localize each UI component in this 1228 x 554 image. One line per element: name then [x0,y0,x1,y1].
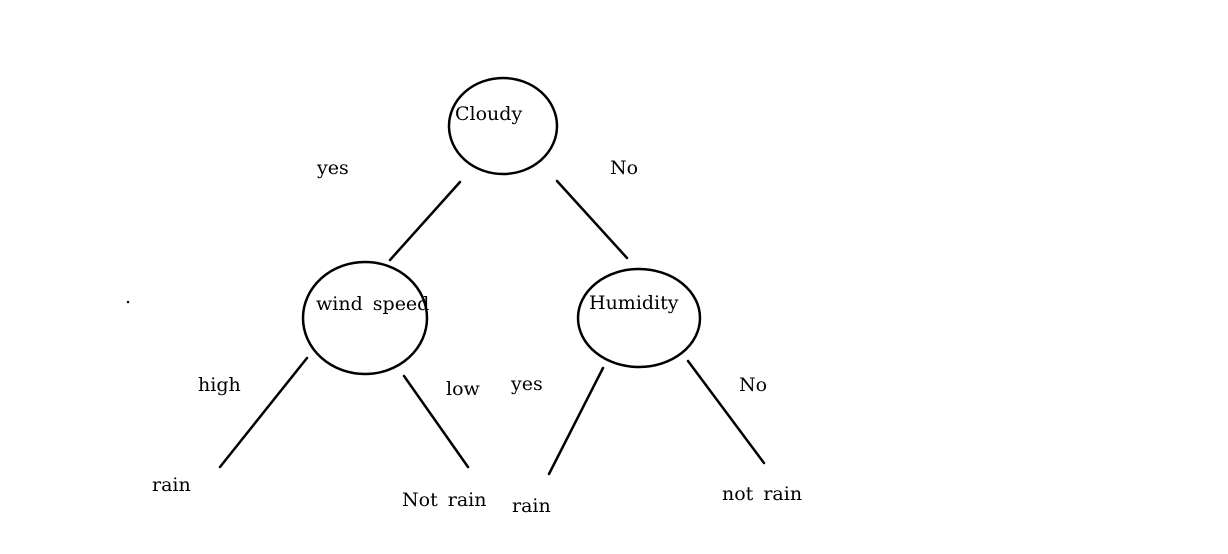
edge-humidity-to-rain [547,366,605,476]
wind-speed-node-label: wind speed [316,293,429,315]
leaf-humidity-no-not-rain: not rain [722,483,802,505]
stray-dot: . [125,286,131,308]
edge-label-humidity-yes: yes [510,373,543,395]
humidity-node-label: Humidity [589,292,679,314]
edge-wind-to-not-rain [402,374,470,469]
edge-root-to-humidity [555,179,629,260]
edge-label-root-yes: yes [316,157,349,179]
wind-speed-node: wind speed [301,260,429,376]
edge-humidity-to-not-rain [686,359,766,465]
leaf-wind-low-not-rain: Not rain [402,489,486,511]
edge-root-to-wind [388,180,462,262]
humidity-node-circle [576,267,702,369]
edge-label-wind-low: low [446,378,481,400]
root-node-circle [447,76,559,176]
wind-speed-node-circle [301,260,429,376]
leaf-wind-high-rain: rain [152,474,191,496]
root-node: Cloudy [447,76,559,176]
leaf-humidity-yes-rain: rain [512,495,551,517]
edge-wind-to-rain [218,356,309,469]
root-node-label: Cloudy [455,103,522,125]
edge-label-humidity-no: No [739,374,767,396]
humidity-node: Humidity [576,267,702,369]
edge-label-root-no: No [610,157,638,179]
edge-label-wind-high: high [198,374,241,396]
